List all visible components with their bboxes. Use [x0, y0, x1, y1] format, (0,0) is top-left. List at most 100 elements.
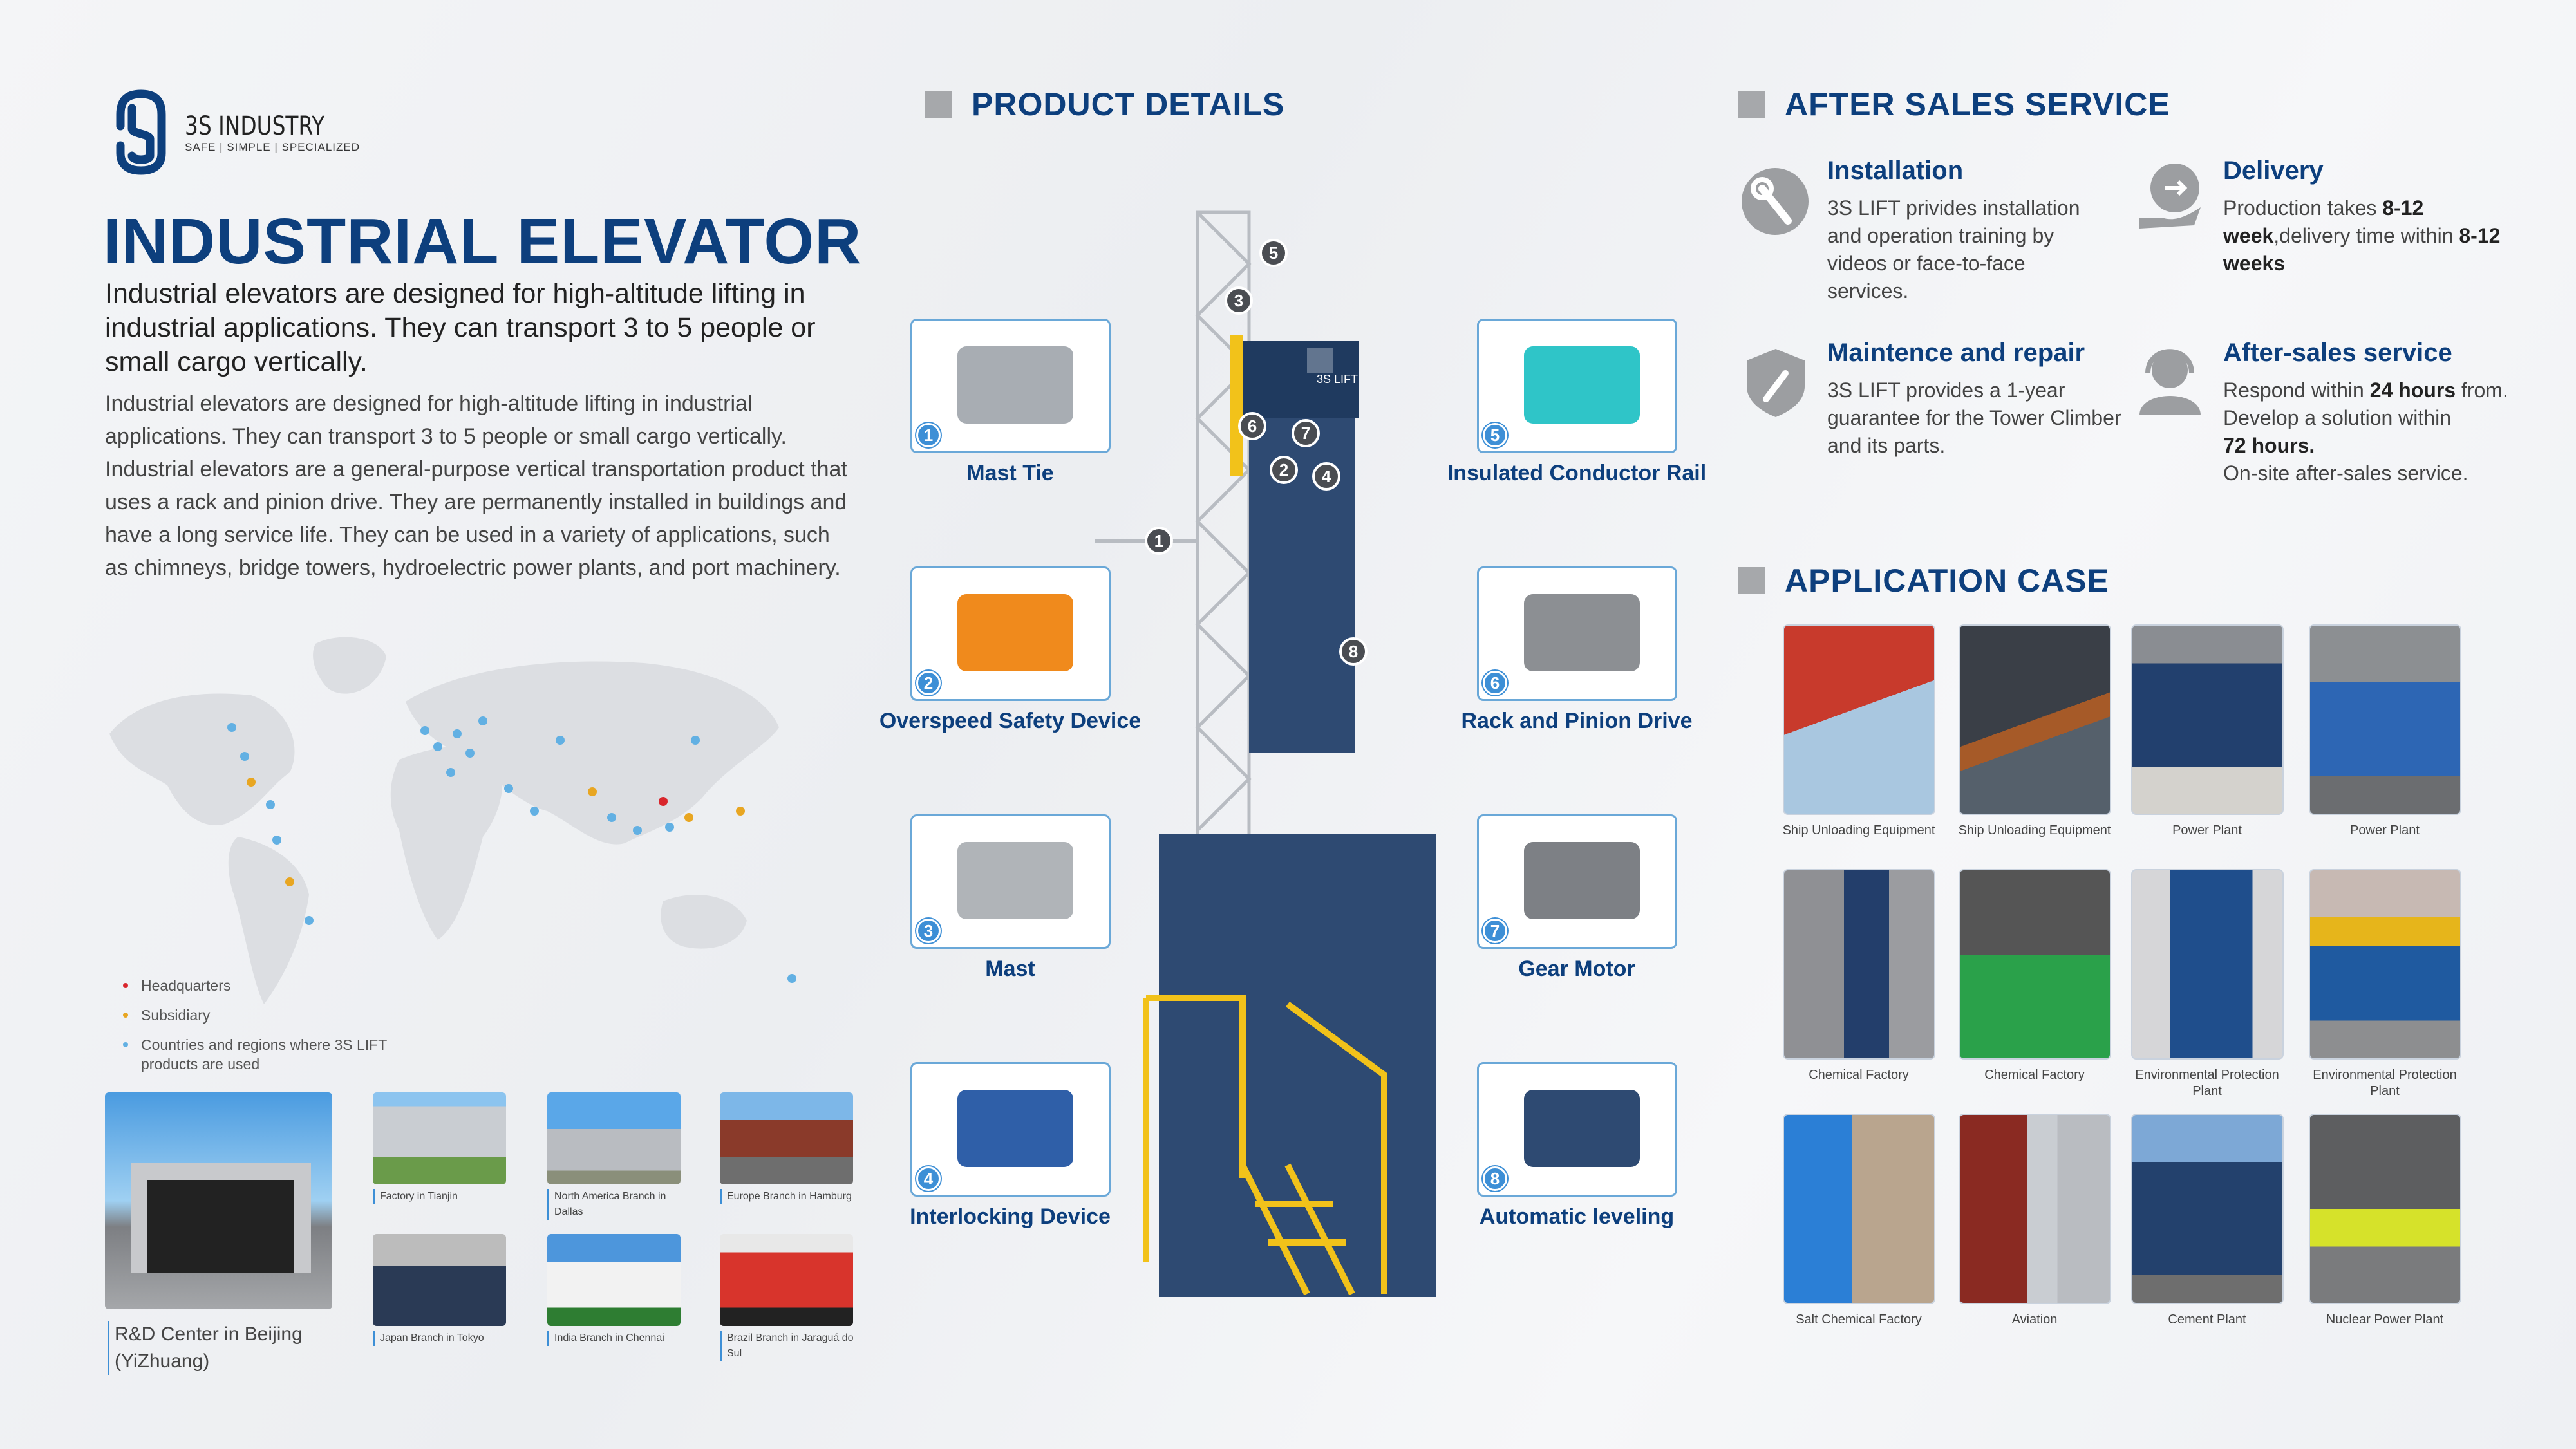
application-label: Ship Unloading Equipment [1782, 823, 1935, 837]
map-location-dot [659, 797, 668, 806]
location-caption: Factory in Tianjin [373, 1189, 508, 1204]
part-card[interactable]: 6 [1477, 566, 1677, 701]
wrench-icon [1742, 168, 1809, 235]
application-photo [1783, 624, 1935, 815]
application-label: Environmental Protection Plant [2313, 1068, 2457, 1098]
svg-text:2: 2 [1279, 460, 1288, 480]
logo-tagline: SAFE | SIMPLE | SPECIALIZED [185, 140, 361, 153]
part-label: Automatic leveling [1479, 1204, 1675, 1229]
part-label: Mast Tie [966, 461, 1054, 485]
section-after-sales: AFTER SALES SERVICE [1738, 86, 2170, 123]
part-image [1524, 842, 1640, 919]
service-text: Production takes 8-12 week,delivery time… [2223, 196, 2501, 275]
part-image [957, 1090, 1073, 1167]
part-card[interactable]: 3 [910, 814, 1111, 949]
part-card[interactable]: 5 [1477, 319, 1677, 453]
application-photo [2309, 869, 2461, 1060]
diagram-marker: 1 [1145, 527, 1173, 555]
part-number-badge: 4 [916, 1166, 941, 1191]
part-image [1524, 346, 1640, 424]
part-number-badge: 8 [1483, 1166, 1507, 1191]
part-card[interactable]: 2 [910, 566, 1111, 701]
svg-text:6: 6 [1248, 416, 1257, 436]
part-card[interactable]: 1 [910, 319, 1111, 453]
map-location-dot [556, 736, 565, 745]
location-caption: Japan Branch in Tokyo [373, 1331, 508, 1346]
service-after-sales: After-sales service Respond within 24 ho… [2223, 339, 2532, 487]
map-location-dot [691, 736, 700, 745]
part-label: Interlocking Device [910, 1204, 1111, 1229]
diagram-marker: 8 [1339, 637, 1368, 666]
part-card[interactable]: 8 [1477, 1062, 1677, 1197]
application-label: Power Plant [2350, 823, 2420, 837]
part-card[interactable]: 4 [910, 1062, 1111, 1197]
location-photo [373, 1092, 506, 1184]
application-photo [1959, 869, 2111, 1060]
application-label: Salt Chemical Factory [1796, 1313, 1922, 1327]
application-label: Environmental Protection Plant [2135, 1068, 2279, 1098]
part-label: Insulated Conductor Rail [1447, 461, 1707, 485]
section-title: APPLICATION CASE [1785, 563, 2109, 599]
map-location-dot [305, 916, 314, 925]
part-image [1524, 594, 1640, 671]
location-caption: India Branch in Chennai [547, 1331, 682, 1346]
location-caption: Europe Branch in Hamburg [720, 1189, 855, 1204]
section-title: AFTER SALES SERVICE [1785, 86, 2170, 122]
map-location-dot [504, 784, 513, 793]
application-photo [1783, 869, 1935, 1060]
location-photo [720, 1234, 853, 1326]
svg-text:4: 4 [1322, 467, 1331, 486]
map-location-dot [453, 729, 462, 738]
service-title: Installation [1827, 156, 1964, 185]
legend-item: Countries and regions where 3S LIFT prod… [123, 1035, 424, 1074]
part-label: Gear Motor [1518, 957, 1635, 981]
map-location-dot [530, 807, 539, 816]
legend-label: Headquarters [141, 977, 231, 994]
map-location-dot [227, 723, 236, 732]
part-image [957, 346, 1073, 424]
delivery-hand-icon [2139, 164, 2201, 229]
hero-body: Industrial elevators are designed for hi… [105, 391, 847, 580]
section-square-icon [925, 91, 952, 118]
world-map [109, 637, 796, 1004]
service-delivery: Delivery Production takes 8-12 week,deli… [2223, 156, 2519, 277]
map-location-dot [247, 778, 256, 787]
service-title: After-sales service [2223, 339, 2452, 367]
diagram-marker: 6 [1238, 412, 1266, 440]
service-title: Maintence and repair [1827, 339, 2085, 367]
headset-person-icon [2139, 349, 2201, 415]
continent-greenland [313, 637, 386, 694]
access-stairs [1143, 995, 1387, 1296]
logo-name: 3S INDUSTRY [185, 111, 325, 141]
section-square-icon [1738, 567, 1765, 594]
location-photo [720, 1092, 853, 1184]
application-photo [2309, 1114, 2461, 1304]
location-caption: North America Branch in Dallas [547, 1189, 682, 1220]
service-text: 3S LIFT privides installation and operat… [1827, 196, 2080, 303]
base-enclosure [1159, 834, 1436, 1297]
part-image [957, 842, 1073, 919]
continent-eurasia [406, 661, 779, 845]
part-number-badge: 2 [916, 671, 941, 695]
legend-label: Subsidiary [141, 1007, 211, 1024]
application-label: Nuclear Power Plant [2326, 1313, 2444, 1327]
part-card[interactable]: 7 [1477, 814, 1677, 949]
logo-3s-icon [116, 89, 166, 175]
svg-text:5: 5 [1269, 243, 1278, 263]
application-label: Cement Plant [2168, 1313, 2246, 1327]
hero-subtitle: Industrial elevators are designed for hi… [105, 278, 816, 377]
service-text: Respond within 24 hours from.Develop a s… [2223, 379, 2508, 485]
legend-dot-icon [123, 983, 128, 988]
diagram-marker: 7 [1292, 419, 1320, 447]
location-photo [547, 1092, 681, 1184]
svg-text:3: 3 [1234, 291, 1243, 310]
diagram-marker: 5 [1259, 239, 1288, 267]
part-label: Mast [985, 957, 1035, 981]
application-label: Ship Unloading Equipment [1958, 823, 2111, 837]
part-label: Rack and Pinion Drive [1461, 709, 1693, 733]
application-photo [2131, 1114, 2284, 1304]
map-location-dot [633, 826, 642, 835]
application-label: Chemical Factory [1809, 1068, 1909, 1082]
section-product-details: PRODUCT DETAILS [925, 86, 1284, 123]
